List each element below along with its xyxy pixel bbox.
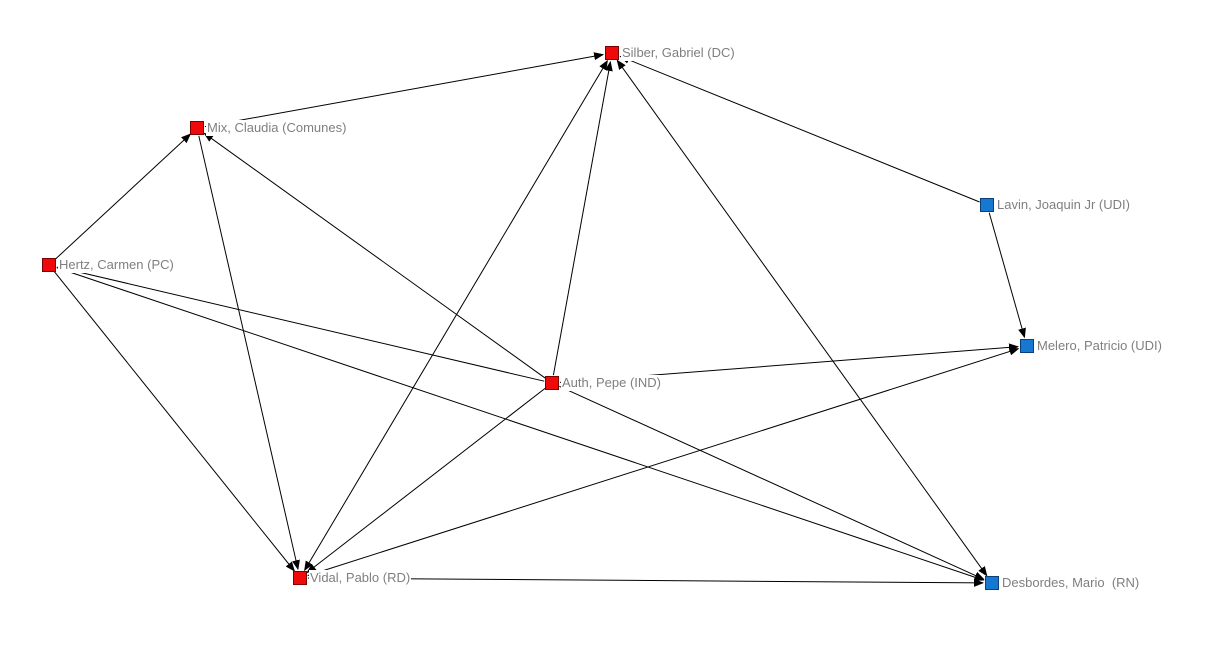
node-desbordes[interactable]: [985, 576, 999, 590]
edge-hertz-mix: [54, 133, 192, 260]
edge-mix-silber: [204, 52, 605, 128]
node-auth[interactable]: [545, 376, 559, 390]
edge-vidal-desbordes: [307, 577, 984, 587]
edge-desbordes-silber: [616, 59, 988, 577]
node-label-vidal: Vidal, Pablo (RD): [309, 570, 412, 586]
node-label-auth: Auth, Pepe (IND): [561, 375, 662, 391]
node-label-melero: Melero, Patricio (UDI): [1036, 338, 1163, 354]
edge-auth-hertz: [56, 265, 545, 382]
edge-hertz-desbordes: [56, 267, 985, 582]
edge-lavin-silber: [619, 55, 980, 203]
node-hertz[interactable]: [42, 258, 56, 272]
edge-auth-desbordes: [559, 385, 985, 580]
edge-lavin-melero: [988, 212, 1026, 339]
node-mix[interactable]: [190, 121, 204, 135]
edge-hertz-vidal: [53, 270, 296, 572]
node-label-silber: Silber, Gabriel (DC): [621, 45, 736, 61]
node-label-hertz: Hertz, Carmen (PC): [58, 257, 175, 273]
edge-auth-mix: [203, 132, 546, 379]
node-label-mix: Mix, Claudia (Comunes): [206, 120, 348, 136]
edge-vidal-silber: [304, 59, 608, 572]
edge-auth-vidal: [306, 387, 547, 574]
node-lavin[interactable]: [980, 198, 994, 212]
edge-mix-vidal: [198, 135, 300, 571]
node-melero[interactable]: [1020, 339, 1034, 353]
node-vidal[interactable]: [293, 571, 307, 585]
edge-vidal-melero: [307, 347, 1020, 577]
node-label-desbordes: Desbordes, Mario (RN): [1001, 575, 1141, 591]
node-label-lavin: Lavin, Joaquin Jr (UDI): [996, 197, 1131, 213]
edge-auth-silber: [552, 60, 613, 376]
node-silber[interactable]: [605, 46, 619, 60]
